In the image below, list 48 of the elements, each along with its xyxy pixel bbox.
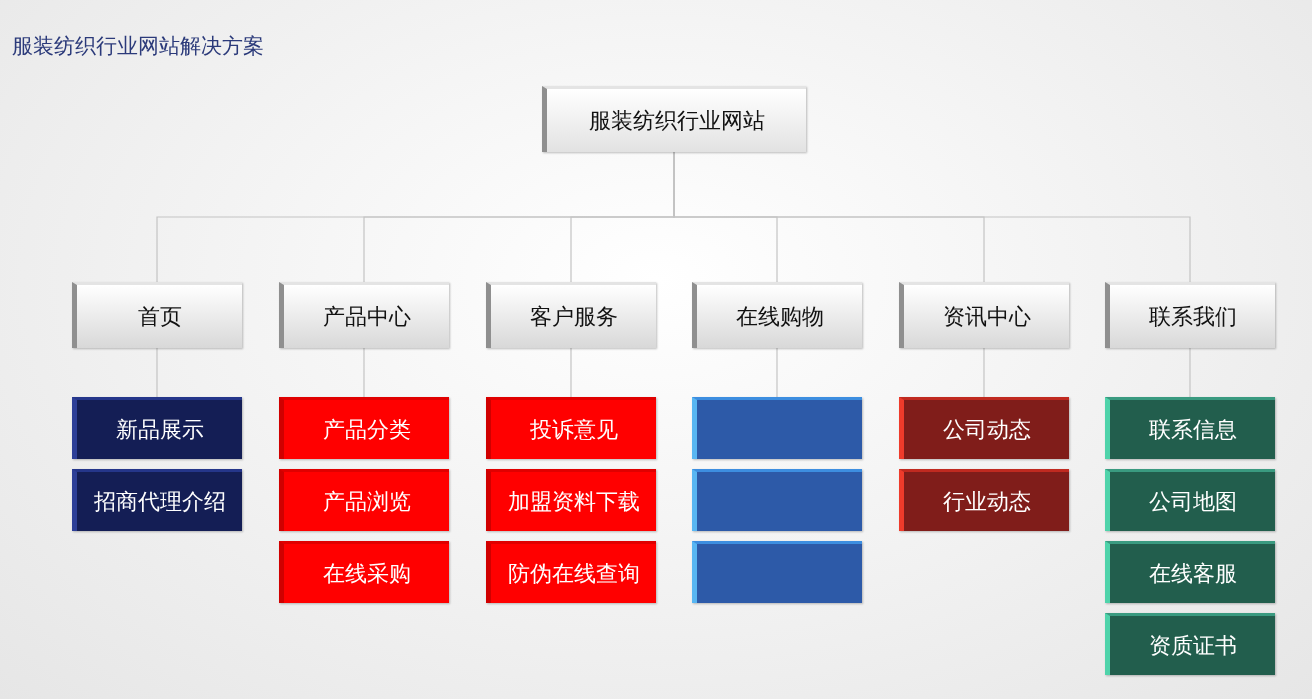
empty-box [692,397,862,459]
category-box [72,282,242,348]
menu-item-box [72,397,242,459]
node-label: 公司动态 [942,415,1031,444]
category-box [899,282,1069,348]
menu-item-box [72,469,242,531]
diagram-title: 服装纺织行业网站解决方案 [12,33,264,60]
node-label: 客户服务 [529,302,618,331]
node-label: 服装纺织行业网站 [588,106,765,135]
node-label: 加盟资料下载 [507,487,640,516]
node-label: 资讯中心 [942,302,1031,331]
node-label: 在线购物 [735,302,824,331]
node-label: 产品中心 [322,302,411,331]
menu-item-box [486,469,656,531]
menu-item-box [279,397,449,459]
menu-item-box [279,469,449,531]
root-box [542,86,806,152]
node-label: 联系信息 [1148,415,1237,444]
menu-item-box [1105,469,1275,531]
empty-box [692,469,862,531]
node-label: 招商代理介绍 [93,487,226,516]
menu-item-box [486,397,656,459]
node-label: 新品展示 [115,415,204,444]
node-label: 资质证书 [1148,631,1237,660]
node-label: 在线客服 [1148,559,1237,588]
menu-item-box [899,397,1069,459]
empty-box [692,541,862,603]
category-box [692,282,862,348]
node-label: 在线采购 [322,559,411,588]
node-label: 首页 [137,302,182,331]
menu-item-box [486,541,656,603]
category-box [279,282,449,348]
node-label: 产品浏览 [322,487,411,516]
menu-item-box [279,541,449,603]
category-box [486,282,656,348]
category-box [1105,282,1275,348]
node-label: 公司地图 [1148,487,1237,516]
menu-item-box [899,469,1069,531]
connector-line [776,347,778,398]
node-label: 联系我们 [1148,302,1237,331]
menu-item-box [1105,613,1275,675]
node-label: 投诉意见 [529,415,618,444]
node-label: 防伪在线查询 [507,559,640,588]
connector-line [570,347,572,398]
menu-item-box [1105,541,1275,603]
node-label: 产品分类 [322,415,411,444]
node-label: 行业动态 [942,487,1031,516]
menu-item-box [1105,397,1275,459]
